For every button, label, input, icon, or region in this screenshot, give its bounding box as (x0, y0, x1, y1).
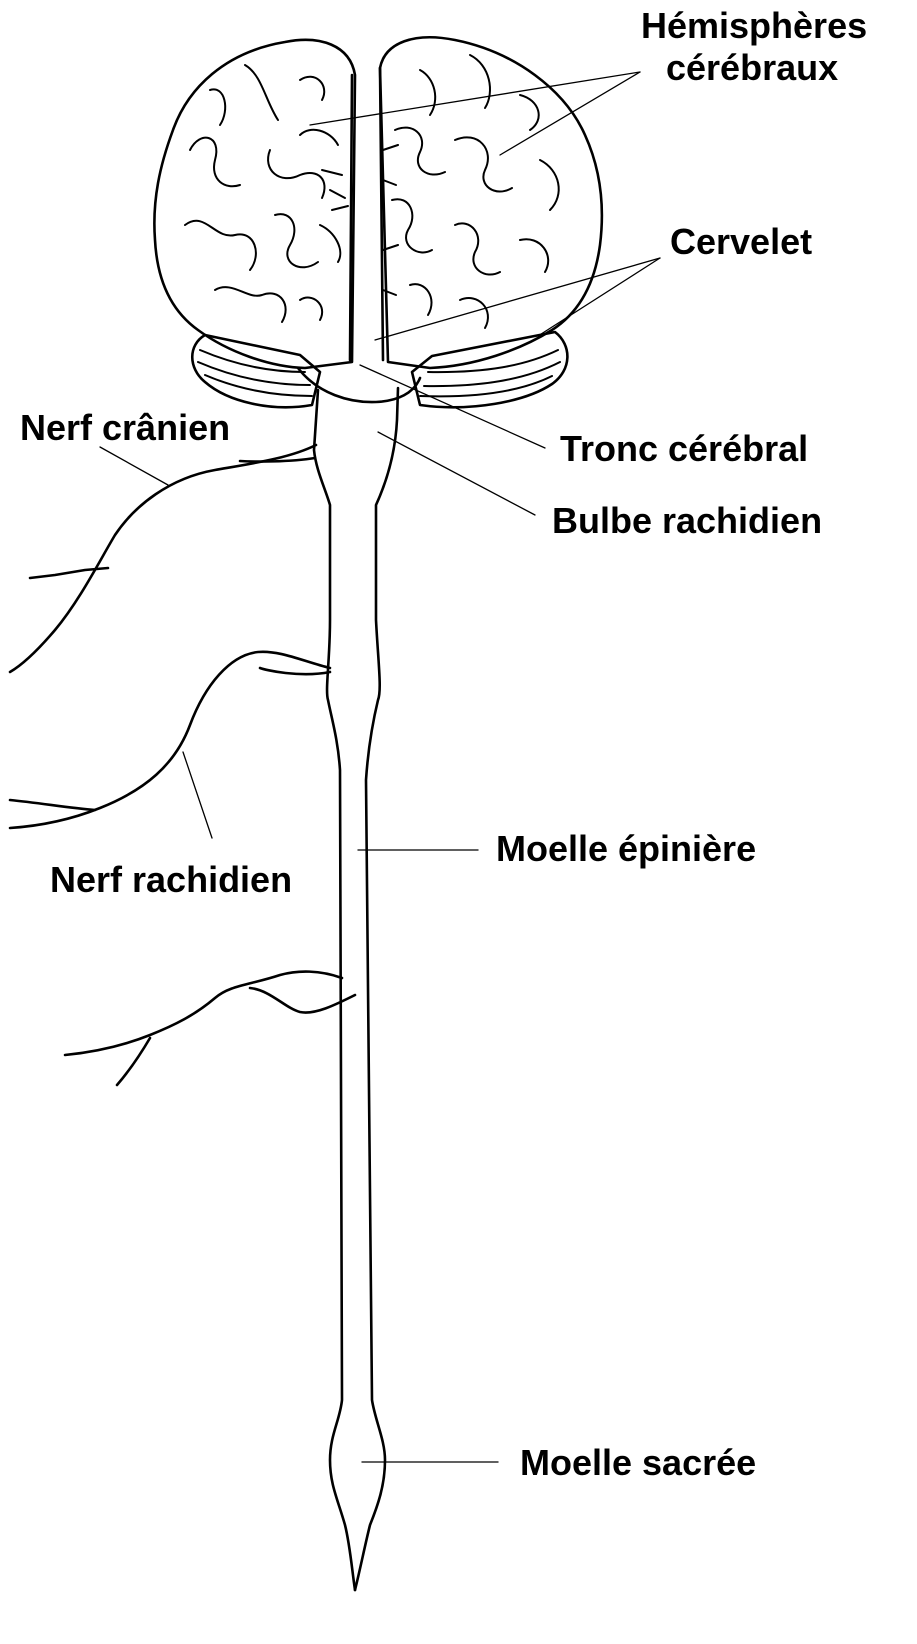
spinal-nerve-lower (65, 972, 355, 1085)
label-cervelet: Cervelet (670, 221, 812, 262)
leader-cervelet-right (538, 258, 660, 336)
leader-hemispheres-right (500, 72, 640, 155)
leader-hemispheres-left (310, 72, 640, 125)
label-nerf-rachidien: Nerf rachidien (50, 859, 292, 900)
label-bulbe-rachidien: Bulbe rachidien (552, 500, 822, 541)
leader-nerf-rachidien (183, 752, 212, 838)
label-nerf-cranien: Nerf crânien (20, 407, 230, 448)
leader-cervelet-left (375, 258, 660, 340)
cranial-nerve (10, 445, 316, 672)
label-moelle-epiniere: Moelle épinière (496, 828, 756, 869)
spinal-nerve-upper (10, 652, 330, 828)
leader-nerf-cranien (100, 447, 168, 485)
label-moelle-sacree: Moelle sacrée (520, 1442, 756, 1483)
label-hemispheres-line2: cérébraux (666, 47, 838, 88)
cerebral-hemispheres (154, 37, 602, 368)
leader-lines (100, 72, 660, 1462)
cerebellum (192, 332, 567, 407)
spinal-cord (314, 388, 398, 1590)
label-tronc-cerebral: Tronc cérébral (560, 428, 808, 469)
label-hemispheres-line1: Hémisphères (641, 5, 867, 46)
leader-bulbe (378, 432, 535, 515)
